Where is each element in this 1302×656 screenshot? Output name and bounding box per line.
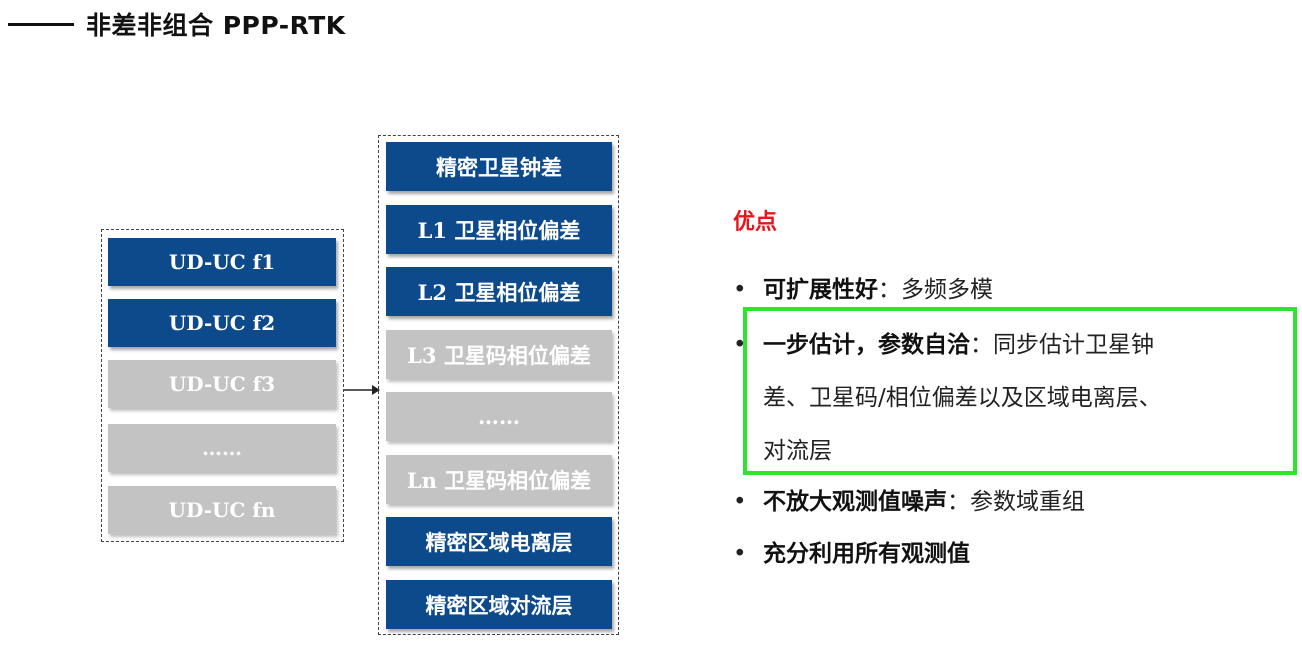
right-box-2: L1 卫星相位偏差 <box>386 205 612 254</box>
left-box-5: UD-UC fn <box>108 486 336 534</box>
right-box-7: 精密区域电离层 <box>386 517 612 566</box>
advantage-text: 多频多模 <box>901 277 993 303</box>
bullet-dot: • <box>733 541 747 567</box>
left-box-1: UD-UC f1 <box>108 238 336 286</box>
right-box-label: Ln 卫星码相位偏差 <box>406 467 592 493</box>
advantage-key: 不放大观测值噪声 <box>763 489 947 515</box>
bullet-dot: • <box>733 489 747 515</box>
advantage-item-2: • 一步估计，参数自洽：同步估计卫星钟 <box>733 325 1154 359</box>
arrow-right-icon <box>344 385 380 395</box>
advantage-sep: ： <box>970 332 993 358</box>
advantage-key: 一步估计，参数自洽 <box>763 332 970 358</box>
left-box-4: …… <box>108 424 336 472</box>
left-box-label: UD-UC f1 <box>168 250 276 274</box>
title-text: 非差非组合 PPP-RTK <box>86 11 346 40</box>
advantage-key: 充分利用所有观测值 <box>763 541 970 567</box>
title-dash <box>8 22 74 26</box>
right-box-label: L3 卫星码相位偏差 <box>407 342 591 368</box>
highlight-frame <box>743 307 1297 475</box>
left-box-label: UD-UC fn <box>168 498 276 522</box>
left-box-label: …… <box>202 436 242 460</box>
left-group-frame <box>101 229 344 542</box>
right-box-4: L3 卫星码相位偏差 <box>386 330 612 379</box>
right-box-6: Ln 卫星码相位偏差 <box>386 455 612 504</box>
advantage-text-line-3: 对流层 <box>763 438 832 464</box>
right-group-frame <box>378 135 619 635</box>
advantage-sep: ： <box>878 277 901 303</box>
left-box-label: UD-UC f3 <box>168 372 276 396</box>
advantages-heading: 优点 <box>733 210 778 235</box>
left-box-label: UD-UC f2 <box>168 311 276 335</box>
right-box-3: L2 卫星相位偏差 <box>386 267 612 316</box>
right-box-label: L2 卫星相位偏差 <box>417 279 581 305</box>
advantage-item-1: • 可扩展性好：多频多模 <box>733 270 993 304</box>
right-box-label: L1 卫星相位偏差 <box>417 217 581 243</box>
advantage-text-line-2: 差、卫星码/相位偏差以及区域电离层、 <box>763 385 1162 411</box>
advantage-item-3: • 不放大观测值噪声：参数域重组 <box>733 482 1085 516</box>
bullet-dot: • <box>733 332 747 358</box>
right-box-8: 精密区域对流层 <box>386 580 612 629</box>
advantage-text: 参数域重组 <box>970 489 1085 515</box>
right-box-5: …… <box>386 392 612 441</box>
advantage-item-4: • 充分利用所有观测值 <box>733 534 970 568</box>
page-title: 非差非组合 PPP-RTK <box>8 6 346 42</box>
left-box-2: UD-UC f2 <box>108 299 336 347</box>
bullet-dot: • <box>733 277 747 303</box>
right-box-label: 精密卫星钟差 <box>436 154 562 180</box>
right-box-label: 精密区域电离层 <box>425 529 573 555</box>
right-box-1: 精密卫星钟差 <box>386 142 612 191</box>
right-box-label: 精密区域对流层 <box>425 592 573 618</box>
right-box-label: …… <box>478 404 520 429</box>
advantage-key: 可扩展性好 <box>763 277 878 303</box>
left-box-3: UD-UC f3 <box>108 360 336 408</box>
advantage-text-line-1: 同步估计卫星钟 <box>993 332 1154 358</box>
advantage-sep: ： <box>947 489 970 515</box>
